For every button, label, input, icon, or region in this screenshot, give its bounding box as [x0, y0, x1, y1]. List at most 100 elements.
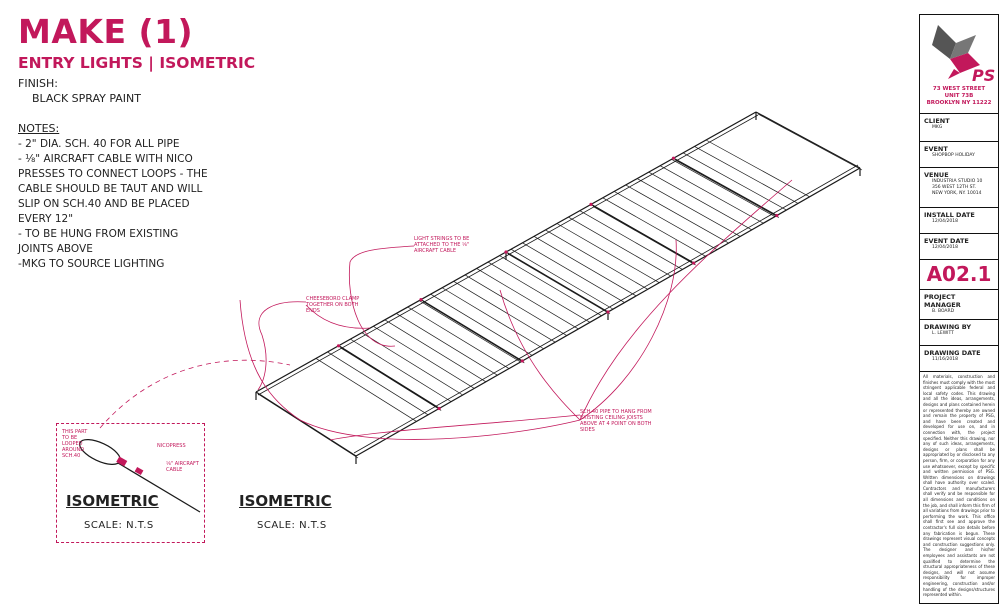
- aircraft-cable: [407, 306, 510, 369]
- pipe-crossbar-inner: [592, 206, 696, 266]
- cheeseboro-clamp: [336, 344, 341, 348]
- pipe-frame: [255, 111, 863, 464]
- note-line: -MKG TO SOURCE LIGHTING: [18, 258, 165, 270]
- logo-text: PS: [972, 66, 995, 85]
- event-date-value: 12/04/2018: [932, 245, 958, 250]
- studio-address: 73 WEST STREET UNIT 73B BROOKLYN NY 1122…: [920, 86, 998, 107]
- note-line: PRESSES TO CONNECT LOOPS - THE: [18, 168, 208, 180]
- aircraft-cable: [487, 261, 591, 323]
- install-date-label: INSTALL DATE: [924, 211, 975, 219]
- aircraft-cable: [419, 300, 521, 363]
- view-label-detail: ISOMETRIC: [66, 492, 159, 510]
- leader-detail-callout: [99, 359, 291, 429]
- pipe-crossbar: [255, 391, 357, 457]
- aircraft-cable: [545, 229, 648, 290]
- aircraft-cable: [499, 255, 602, 317]
- event-section: EVENT SHOPBOP HOLIDAY: [920, 142, 998, 168]
- cheeseboro-clamp: [606, 310, 610, 314]
- leader-sch40-a: [329, 414, 581, 441]
- finish-label: FINISH:: [18, 77, 59, 90]
- pipe-crossbar: [338, 345, 440, 409]
- annotation-leaders: [99, 179, 793, 441]
- aircraft-cable: [338, 345, 440, 409]
- title-block: PS 73 WEST STREET UNIT 73B BROOKLYN NY 1…: [919, 14, 999, 604]
- aircraft-cable: [384, 319, 487, 383]
- aircraft-cable: [568, 216, 672, 277]
- pipe-rail-right-inner: [353, 164, 859, 454]
- aircraft-cable: [682, 152, 787, 211]
- drawing-code: A02.1: [926, 262, 992, 286]
- client-section: CLIENT MKG: [920, 114, 998, 142]
- note-line: SLIP ON SCH.40 AND BE PLACED: [18, 198, 190, 210]
- leader-sch40-e: [239, 299, 581, 440]
- aircraft-cable: [671, 158, 776, 217]
- address-line: BROOKLYN NY 11222: [926, 100, 992, 106]
- aircraft-cable: [694, 146, 799, 204]
- leader-cheeseboro-b: [305, 304, 371, 329]
- aircraft-cable: [522, 242, 625, 303]
- cable-clamp: [134, 466, 144, 476]
- client-value: MKG: [932, 125, 943, 130]
- cheeseboro-clamp: [520, 359, 524, 363]
- leader-light-strings: [348, 245, 415, 347]
- aircraft-cable: [533, 236, 637, 297]
- venue-section: VENUE INDUSTRIA STUDIO 10 356 WEST 12TH …: [920, 168, 998, 208]
- cheeseboro-clamp: [437, 406, 441, 411]
- aircraft-cable: [602, 197, 706, 257]
- note-line: EVERY 12": [18, 213, 74, 225]
- pipe-crossbar: [505, 251, 609, 313]
- cheeseboro-clamp: [504, 250, 508, 254]
- note-nicopress: NICOPRESS: [157, 443, 186, 449]
- drawing-by-value: L. LEWITT: [932, 331, 954, 336]
- cheeseboro-clamp: [671, 156, 676, 160]
- detail-callout-box: [56, 423, 205, 543]
- pipe-crossbar-inner: [757, 113, 863, 171]
- aircraft-cable: [556, 223, 660, 283]
- aircraft-cable: [625, 184, 729, 244]
- client-label: CLIENT: [924, 117, 950, 125]
- note-line: - ⅛" AIRCRAFT CABLE WITH NICO: [18, 153, 193, 165]
- note-cheeseboro: CHEESEBORO CLAMP TOGETHER ON BOTH ENDS: [306, 296, 360, 314]
- aircraft-cable: [373, 325, 475, 389]
- venue-value: INDUSTRIA STUDIO 10 356 WEST 12TH ST. NE…: [932, 179, 983, 196]
- event-value: SHOPBOP HOLIDAY: [932, 153, 975, 158]
- view-scale-detail: SCALE: N.T.S: [84, 520, 154, 531]
- aircraft-cable: [705, 139, 810, 198]
- isometric-frame-drawing: [79, 111, 863, 513]
- pipe-crossbar-inner: [340, 347, 442, 411]
- note-detail-loop: THIS PART TO BE LOOPED AROUND SCH.40: [62, 429, 88, 459]
- nicopress-sleeve: [116, 456, 128, 467]
- event-label: EVENT: [924, 145, 948, 153]
- pipe-crossbar: [673, 157, 778, 217]
- legal-disclaimer: All materials, construction and finishes…: [923, 374, 995, 598]
- aircraft-cable: [579, 210, 683, 270]
- page-title: MAKE (1): [18, 12, 194, 51]
- project-manager-value: B. BOARD: [932, 309, 955, 314]
- pipe-crossbar: [420, 299, 523, 362]
- leader-sch40-b: [499, 289, 581, 421]
- cheeseboro-clamp: [775, 213, 779, 218]
- pipe-crossbar-inner: [675, 159, 780, 218]
- aircraft-cable: [476, 268, 579, 330]
- leader-cheeseboro-a: [257, 301, 307, 391]
- finish-value: BLACK SPRAY PAINT: [32, 92, 141, 105]
- aircraft-cable: [315, 358, 417, 422]
- venue-label: VENUE: [924, 171, 949, 179]
- leader-sch40-c: [579, 239, 677, 421]
- aircraft-cable: [396, 313, 498, 376]
- leader-sch40-d: [579, 179, 793, 421]
- pipe-crossbar-inner: [507, 253, 611, 315]
- view-scale-main: SCALE: N.T.S: [257, 520, 327, 531]
- aircraft-cable: [614, 191, 718, 250]
- address-line: UNIT 73B: [944, 93, 974, 99]
- note-sch40-hang: SCH.40 PIPE TO HANG FROM EXISTING CEILIN…: [580, 409, 652, 433]
- note-line: JOINTS ABOVE: [18, 243, 93, 255]
- pipe-crossbar: [755, 111, 861, 169]
- aircraft-cable: [648, 171, 752, 231]
- project-manager-section: PROJECT MANAGER B. BOARD: [920, 290, 998, 320]
- drawing-date-value: 11/16/2018: [932, 357, 958, 362]
- pipe-crossbar-inner: [257, 393, 359, 459]
- cable-line: [117, 462, 201, 513]
- drawing-date-label: DRAWING DATE: [924, 349, 981, 357]
- note-aircraft-cable: ⅛" AIRCRAFT CABLE: [166, 461, 199, 473]
